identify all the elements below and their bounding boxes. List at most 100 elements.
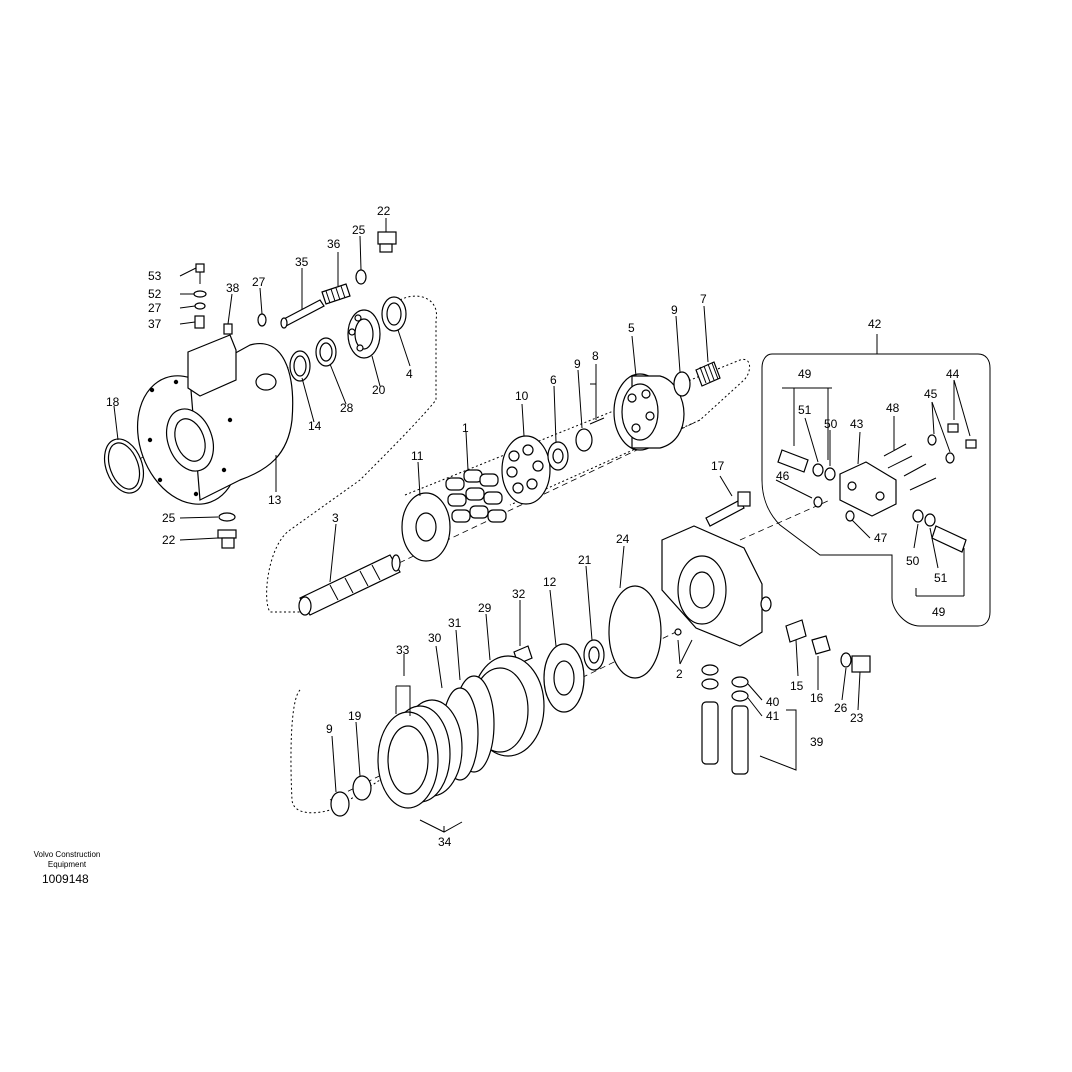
- callout-4: 4: [406, 367, 413, 381]
- callout-1: 1: [462, 421, 469, 435]
- callout-8: 8: [592, 349, 599, 363]
- part-47-seal: [845, 510, 855, 522]
- part-50-seal-right: [912, 509, 924, 523]
- part-41-seal-a: [701, 678, 719, 690]
- brand-line-1: Volvo Construction: [33, 850, 101, 859]
- callout-31: 31: [448, 616, 462, 630]
- callout-9b: 9: [671, 303, 678, 317]
- callout-50: 50: [824, 417, 838, 431]
- callout-51: 51: [798, 403, 812, 417]
- callout-12: 12: [543, 575, 557, 589]
- part-44-plug-a: [947, 423, 959, 433]
- part-51-seal-left: [812, 463, 824, 477]
- callout-10: 10: [515, 389, 529, 403]
- leader-lines: [113, 218, 971, 833]
- part-6-bushing: [547, 441, 569, 471]
- part-21-bearing: [583, 639, 605, 671]
- part-8-pin: [589, 417, 605, 425]
- callout-29: 29: [478, 601, 492, 615]
- part-7-spring: [695, 361, 721, 387]
- part-48-bolts: [883, 443, 937, 491]
- part-51-seal-right: [924, 513, 936, 527]
- callout-45: 45: [924, 387, 938, 401]
- part-14-ring: [289, 350, 311, 382]
- group-outline-lower: [290, 689, 381, 814]
- part-40-seal-a: [701, 664, 719, 676]
- part-45-seal-a: [927, 434, 937, 446]
- callout-6: 6: [550, 373, 557, 387]
- callout-25b: 25: [162, 511, 176, 525]
- callout-42: 42: [868, 317, 882, 331]
- part-41-seal-b: [731, 690, 749, 702]
- callout-11: 11: [411, 449, 424, 463]
- callout-27b: 27: [252, 275, 266, 289]
- callout-28: 28: [340, 401, 354, 415]
- callout-35: 35: [295, 255, 309, 269]
- part-9-ring-b: [673, 371, 691, 397]
- part-16-spring: [811, 635, 831, 655]
- callout-48: 48: [886, 401, 900, 415]
- callout-7: 7: [700, 292, 707, 306]
- group-outline-middle: [404, 358, 750, 506]
- part-50-seal-left: [824, 467, 836, 481]
- callout-43: 43: [850, 417, 864, 431]
- callout-9c: 9: [326, 722, 333, 736]
- part-22-plug: [377, 231, 397, 253]
- callout-14: 14: [308, 419, 322, 433]
- part-19-snap-ring: [352, 775, 372, 801]
- callout-38: 38: [226, 281, 240, 295]
- callout-20: 20: [372, 383, 386, 397]
- callout-5: 5: [628, 321, 635, 335]
- callout-46: 46: [776, 469, 790, 483]
- callout-30: 30: [428, 631, 442, 645]
- part-22-plug-b: [217, 529, 237, 549]
- part-rear-cover: [661, 525, 772, 647]
- part-20-bearing: [347, 309, 381, 359]
- brand-caption: Volvo Construction Equipment: [28, 850, 106, 870]
- callout-36: 36: [327, 237, 341, 251]
- part-39-valves: [701, 701, 749, 775]
- callout-labels: 53 52 27 37 38 27 35 36 25 22 4 20 28 14…: [106, 204, 960, 849]
- part-9-ring: [575, 428, 593, 452]
- part-23-plug: [851, 655, 871, 673]
- part-18-snap-ring: [103, 438, 145, 494]
- callout-44: 44: [946, 367, 960, 381]
- group-outline-upper: [266, 295, 437, 613]
- part-9-ring-c: [330, 791, 350, 817]
- callout-34: 34: [438, 835, 452, 849]
- callout-50b: 50: [906, 554, 920, 568]
- part-11-swash-plate: [401, 492, 451, 562]
- part-44-plug-b: [965, 439, 977, 449]
- part-52-washer: [193, 290, 207, 298]
- part-37-plug: [194, 315, 205, 329]
- callout-32: 32: [512, 587, 526, 601]
- part-46-seal: [813, 496, 823, 508]
- callout-21: 21: [578, 553, 592, 567]
- callout-2: 2: [676, 667, 683, 681]
- part-25-seal: [355, 269, 367, 285]
- callout-40: 40: [766, 695, 780, 709]
- part-25-seal-b: [218, 512, 236, 522]
- callout-19: 19: [348, 709, 362, 723]
- callout-33: 33: [396, 643, 410, 657]
- part-45-seal-b: [945, 452, 955, 464]
- part-53-bolt: [195, 263, 205, 284]
- assembly-42-frame: [761, 353, 991, 627]
- callout-49: 49: [798, 367, 812, 381]
- part-5-cylinder-block: [613, 373, 685, 451]
- part-10-retainer-plate: [501, 435, 551, 505]
- callout-13: 13: [268, 493, 282, 507]
- part-49-fitting-right: [931, 525, 967, 553]
- callout-16: 16: [810, 691, 824, 705]
- part-36-spring: [321, 283, 351, 305]
- part-27-seal-b: [257, 313, 267, 327]
- brand-line-2: Equipment: [47, 860, 87, 869]
- part-26-seal: [840, 652, 852, 668]
- callout-25: 25: [352, 223, 366, 237]
- callout-39: 39: [810, 735, 824, 749]
- part-24-o-ring: [608, 585, 662, 679]
- callout-26: 26: [834, 701, 848, 715]
- part-2-pin: [674, 628, 682, 636]
